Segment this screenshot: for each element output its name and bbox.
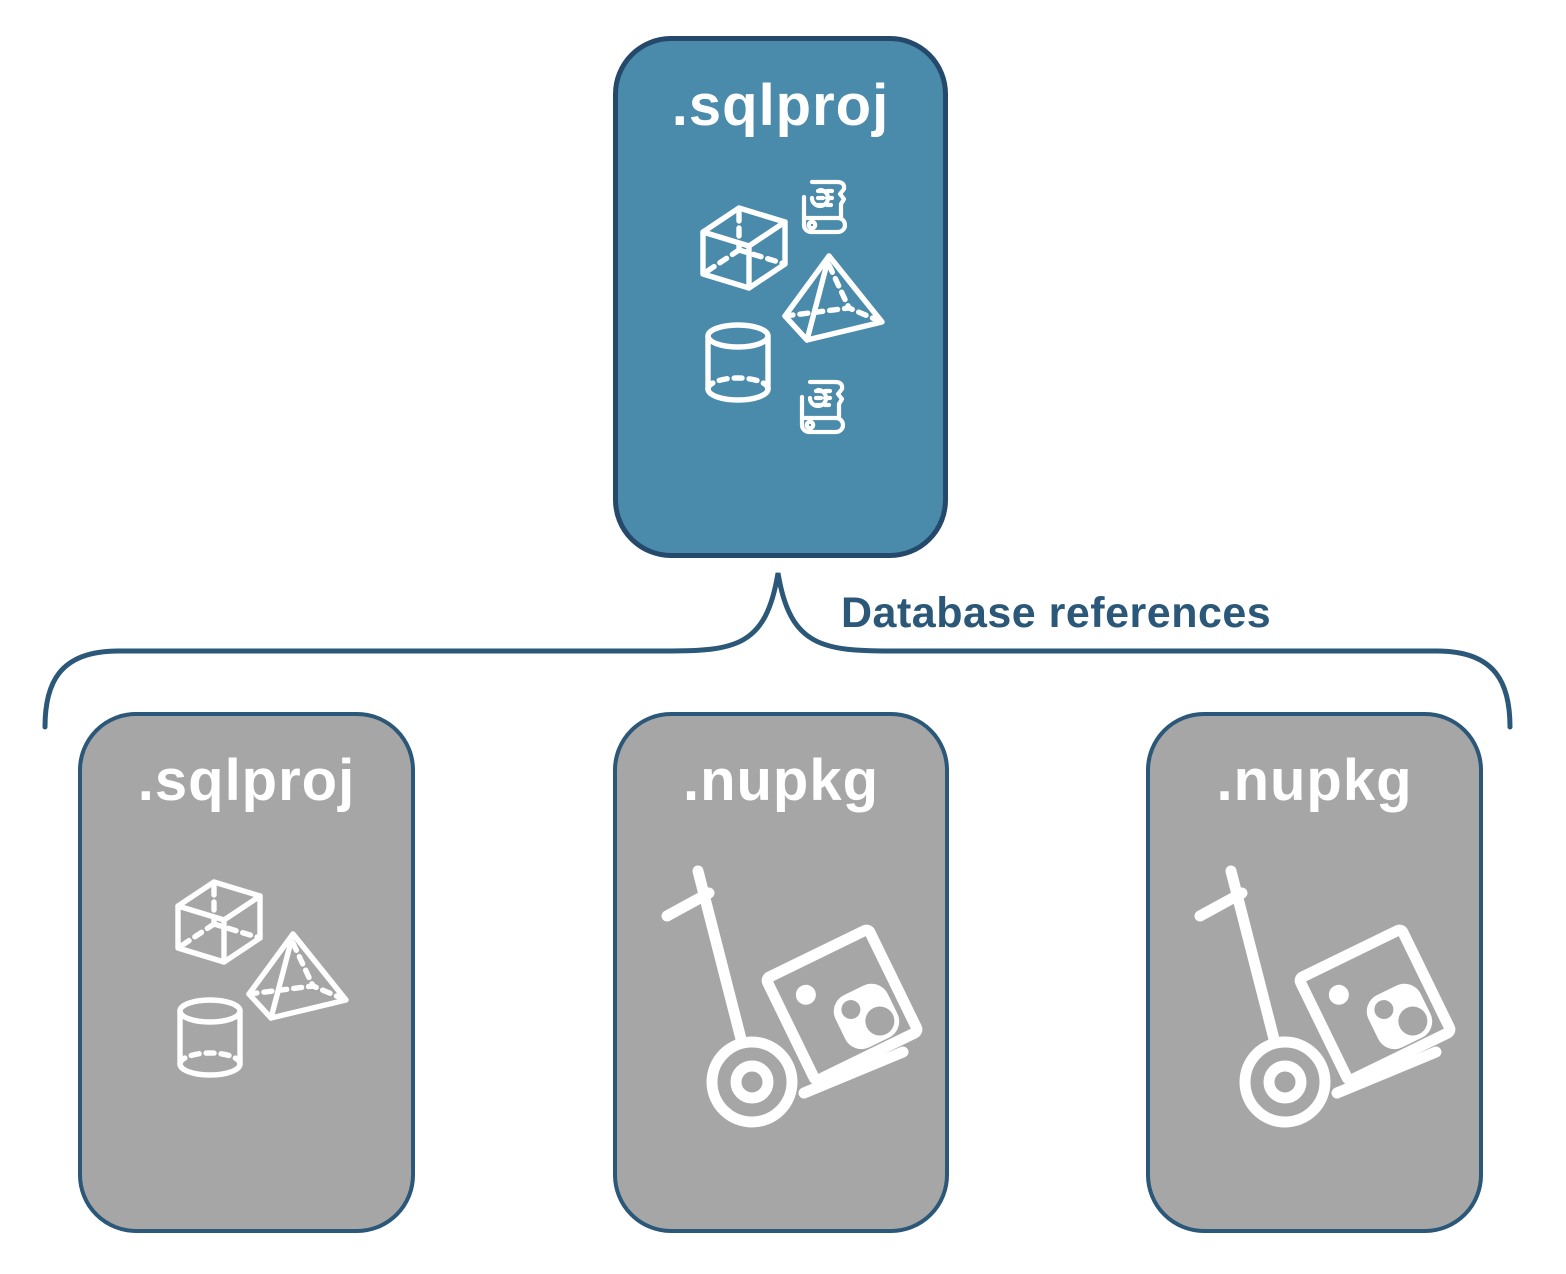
brace-connector [42,572,1513,730]
child-node-title: .nupkg [1216,748,1413,813]
parent-node-sqlproj: .sqlproj [613,36,948,558]
sql-project-objects-icon [693,170,893,440]
child-node-title: .nupkg [682,748,880,813]
sql-project-objects-icon [167,876,367,1106]
child-node-sqlproj: .sqlproj [78,712,415,1233]
script-scroll-icon [802,382,843,432]
child-node-title: .sqlproj [137,748,356,813]
cube-icon [703,208,785,288]
database-cylinder-icon [708,325,768,400]
cube-icon [178,882,260,962]
child-node-nupkg-1: .nupkg [613,712,949,1233]
nuget-package-icon [663,871,923,1141]
hand-truck-icon [667,871,918,1122]
database-cylinder-icon [180,1000,240,1075]
child-node-nupkg-2: .nupkg [1146,712,1483,1233]
hand-truck-icon [1200,871,1451,1122]
parent-node-title: .sqlproj [671,73,890,138]
pyramid-icon [249,934,346,1018]
nuget-package-icon [1196,871,1456,1141]
script-scroll-icon [804,182,845,232]
pyramid-icon [785,256,882,340]
connector-label: Database references [841,589,1272,637]
